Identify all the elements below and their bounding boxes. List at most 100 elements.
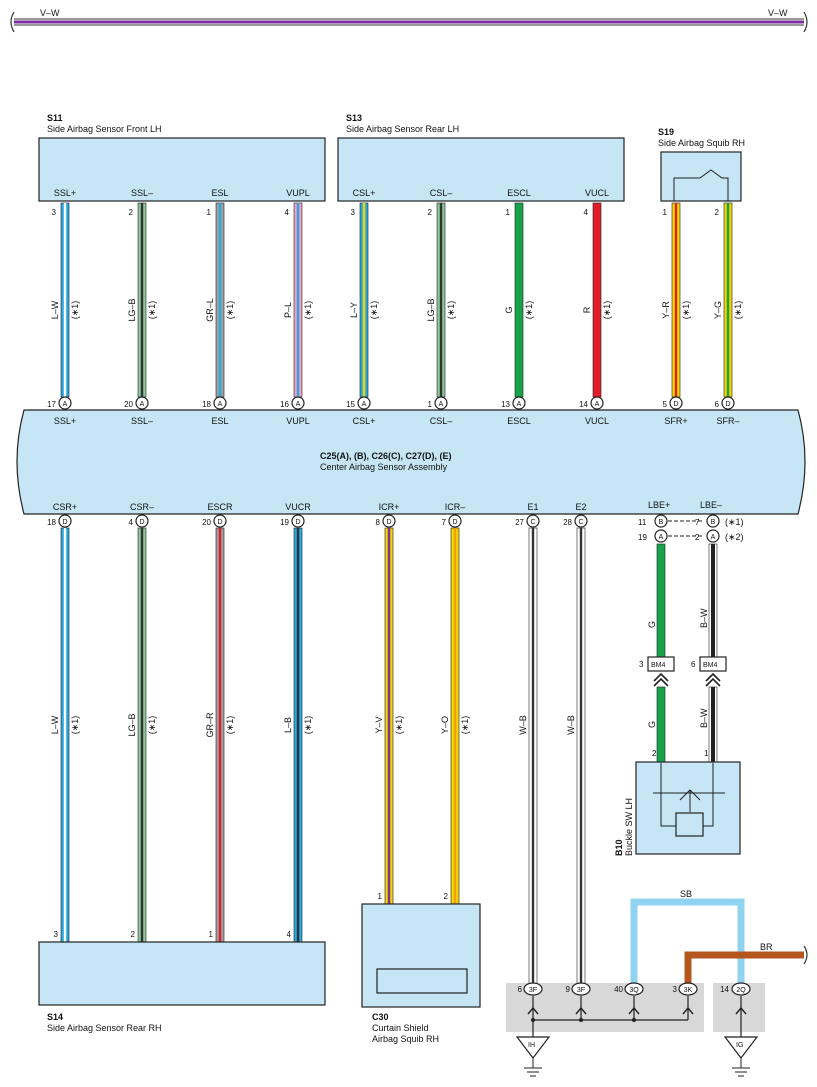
bottom-wire-color-6: W–B [518,715,528,735]
bottom-center-conn-1-letter: D [139,519,144,526]
top-center-conn-0-ring [58,396,72,410]
top-sensor-term-4: CSL+ [353,188,376,198]
top-wire-note-5: (∗1) [446,301,456,320]
top-wire-note-1: (∗1) [147,301,157,320]
top-sensor-term-2: ESL [211,188,228,198]
buckle-row1-right-ring [706,514,720,528]
bottom-center-conn-5-ring [448,514,462,528]
top-center-conn-3-letter: A [296,401,301,408]
buckle-row2-right-ring [706,529,720,543]
c30-upper-pin-5: 2 [444,892,449,901]
buckle-row2-right-letter: A [711,534,716,541]
top-sensor-pin-7: 4 [584,208,589,217]
top-wire-0 [60,202,70,398]
top-wire-4 [359,202,369,398]
sw-pin-right: 1 [704,749,709,758]
top-sensor-term-0: SSL+ [54,188,76,198]
bottom-wire-color-0: L–W [50,715,60,734]
ig-pin-conn: 2Q [736,987,746,994]
top-wire-note-0: (∗1) [70,301,80,320]
bottom-wire-6 [528,527,538,985]
top-center-pin-5: 1 [428,400,433,409]
bottom-wire-3 [293,527,303,943]
bottom-wire-note-0: (∗1) [70,716,80,735]
top-sensor-term-3: VUPL [286,188,310,198]
br-label: BR [760,942,773,952]
ih-pin-conn-0: 3F [529,987,537,994]
bottom-center-conn-0-ring [58,514,72,528]
top-wire-note-7: (∗1) [602,301,612,320]
ig-label: IG [736,1042,743,1049]
top-wire-color-9: Y–G [713,301,723,319]
ih-pin-conn-1: 3F [577,987,585,994]
ih-pin-num-2: 40 [614,985,623,994]
bottom-wire-note-2: (∗1) [225,716,235,735]
bottom-wire-note-1: (∗1) [147,716,157,735]
s13-name: Side Airbag Sensor Rear LH [346,124,459,134]
bottom-wire-color-3: L–B [283,717,293,733]
top-center-conn-0-letter: A [63,401,68,408]
c30-upper-pin-4: 1 [378,892,383,901]
s14-box [38,941,326,1006]
top-center-conn-9-letter: D [725,401,730,408]
s11-name: Side Airbag Sensor Front LH [47,124,162,134]
bottom-center-conn-7-ring [574,514,588,528]
bottom-center-conn-5-letter: D [452,519,457,526]
top-wire-6 [514,202,524,398]
bottom-center-pin-6: 27 [515,518,524,527]
b10-name: Buckle SW LH [624,798,634,856]
top-center-term-7: VUCL [585,416,609,426]
bottom-dest-pin-0: 3 [54,930,59,939]
top-center-conn-1-letter: A [140,401,145,408]
top-wire-7 [592,202,602,398]
bottom-wire-note-4: (∗1) [394,716,404,735]
top-wire-note-3: (∗1) [303,301,313,320]
top-center-term-6: ESCL [507,416,531,426]
top-wire-note-6: (∗1) [524,301,534,320]
buckle-row1-note: (∗1) [725,517,744,527]
buckle-g-upper: G [647,621,657,628]
top-sensor-term-7: VUCL [585,188,609,198]
bottom-center-pin-3: 19 [280,518,289,527]
center-airbag-sensor-assembly: C25(A), (B), C26(C), C27(D), (E) Center … [16,409,806,515]
top-center-conn-8-ring [669,396,683,410]
ig-pin-num: 14 [720,985,729,994]
bm4-right-pin: 6 [691,660,696,669]
top-center-pin-3: 16 [280,400,289,409]
s14-code: S14 [47,1012,63,1022]
c30-name2: Airbag Squib RH [372,1034,439,1044]
bm4-right-label: BM4 [703,662,718,669]
s13-box [337,137,625,202]
top-sensor-pin-4: 3 [351,208,356,217]
top-wire-color-6: G [504,306,514,313]
top-wire-color-2: GR–L [205,298,215,322]
s11-code: S11 [47,113,63,123]
bottom-center-conn-4-letter: D [386,519,391,526]
top-center-conn-4-letter: A [362,401,367,408]
top-wire-color-4: L–Y [349,302,359,318]
top-wire-1 [137,202,147,398]
c30-squib [376,968,468,994]
bottom-center-conn-7-letter: C [578,519,583,526]
bottom-center-term-7: E2 [575,502,586,512]
top-sensor-pin-5: 2 [428,208,433,217]
ih-pin-ring-1 [571,982,591,996]
bottom-center-conn-1-ring [135,514,149,528]
buckle-g-lower: G [647,721,657,728]
top-wire-note-2: (∗1) [225,301,235,320]
bottom-center-term-1: CSR– [130,502,154,512]
bottom-center-conn-6-ring [526,514,540,528]
top-wire-5 [436,202,446,398]
top-center-pin-4: 15 [346,400,355,409]
ih-pin-conn-3: 3K [684,987,693,994]
bottom-center-pin-5: 7 [442,518,447,527]
top-center-pin-9: 6 [715,400,720,409]
top-sensor-pin-6: 1 [506,208,511,217]
lbe-minus-label: LBE– [700,500,722,510]
top-wire-color-0: L–W [50,300,60,319]
top-center-conn-2-ring [213,396,227,410]
bottom-wire-note-5: (∗1) [460,716,470,735]
